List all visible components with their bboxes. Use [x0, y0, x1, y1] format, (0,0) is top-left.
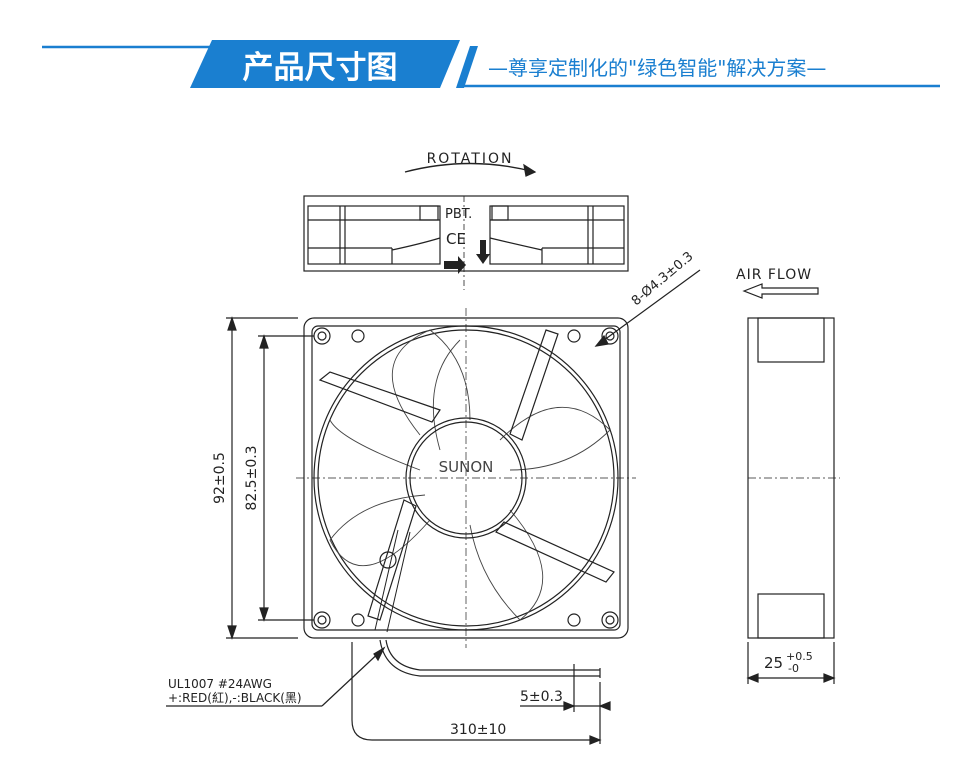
- ce-mark: CE: [446, 230, 466, 248]
- cable-spec-line1: UL1007 #24AWG: [168, 677, 272, 691]
- rotation-arrow-icon: [444, 256, 466, 274]
- header-accent-slash: [456, 46, 478, 88]
- cable-spec-line2: +:RED(紅),-:BLACK(黑): [168, 691, 302, 705]
- strip-length-label: 5±0.3: [520, 689, 563, 705]
- dim-hole-pitch-label: 82.5±0.3: [244, 445, 260, 510]
- front-view: [296, 308, 636, 648]
- dim-outer-label: 92±0.5: [212, 452, 228, 504]
- page-title: 产品尺寸图: [243, 50, 398, 86]
- airflow-down-arrow-icon: [476, 240, 490, 264]
- airflow-label: AIR FLOW: [736, 267, 812, 283]
- rotation-label: ROTATION: [427, 151, 514, 167]
- depth-tol-minus: -0: [788, 662, 799, 675]
- header-banner: 产品尺寸图 —尊享定制化的"绿色智能"解决方案—: [42, 40, 940, 88]
- hole-spec-label: 8-Ø4.3±0.3: [629, 249, 696, 309]
- rotation-indicator: [404, 162, 537, 177]
- lead-wire: [166, 639, 611, 745]
- wire-channel: [374, 529, 411, 633]
- depth-base-label: 25: [764, 654, 783, 672]
- dimension-depth: [746, 642, 836, 684]
- airflow-arrow-icon: [742, 283, 819, 299]
- header-title-tab: [190, 40, 460, 88]
- material-label: PBT.: [445, 207, 472, 222]
- brand-label: SUNON: [439, 458, 494, 476]
- dimension-outer: [226, 316, 298, 640]
- depth-tol-plus: +0.5: [786, 650, 813, 663]
- page-subtitle: —尊享定制化的"绿色智能"解决方案—: [488, 56, 826, 80]
- lead-length-label: 310±10: [450, 722, 506, 738]
- hole-spec-leader: [594, 269, 701, 347]
- top-view: CE: [303, 195, 629, 290]
- side-view: [742, 283, 840, 639]
- dimension-hole-pitch: [258, 334, 314, 622]
